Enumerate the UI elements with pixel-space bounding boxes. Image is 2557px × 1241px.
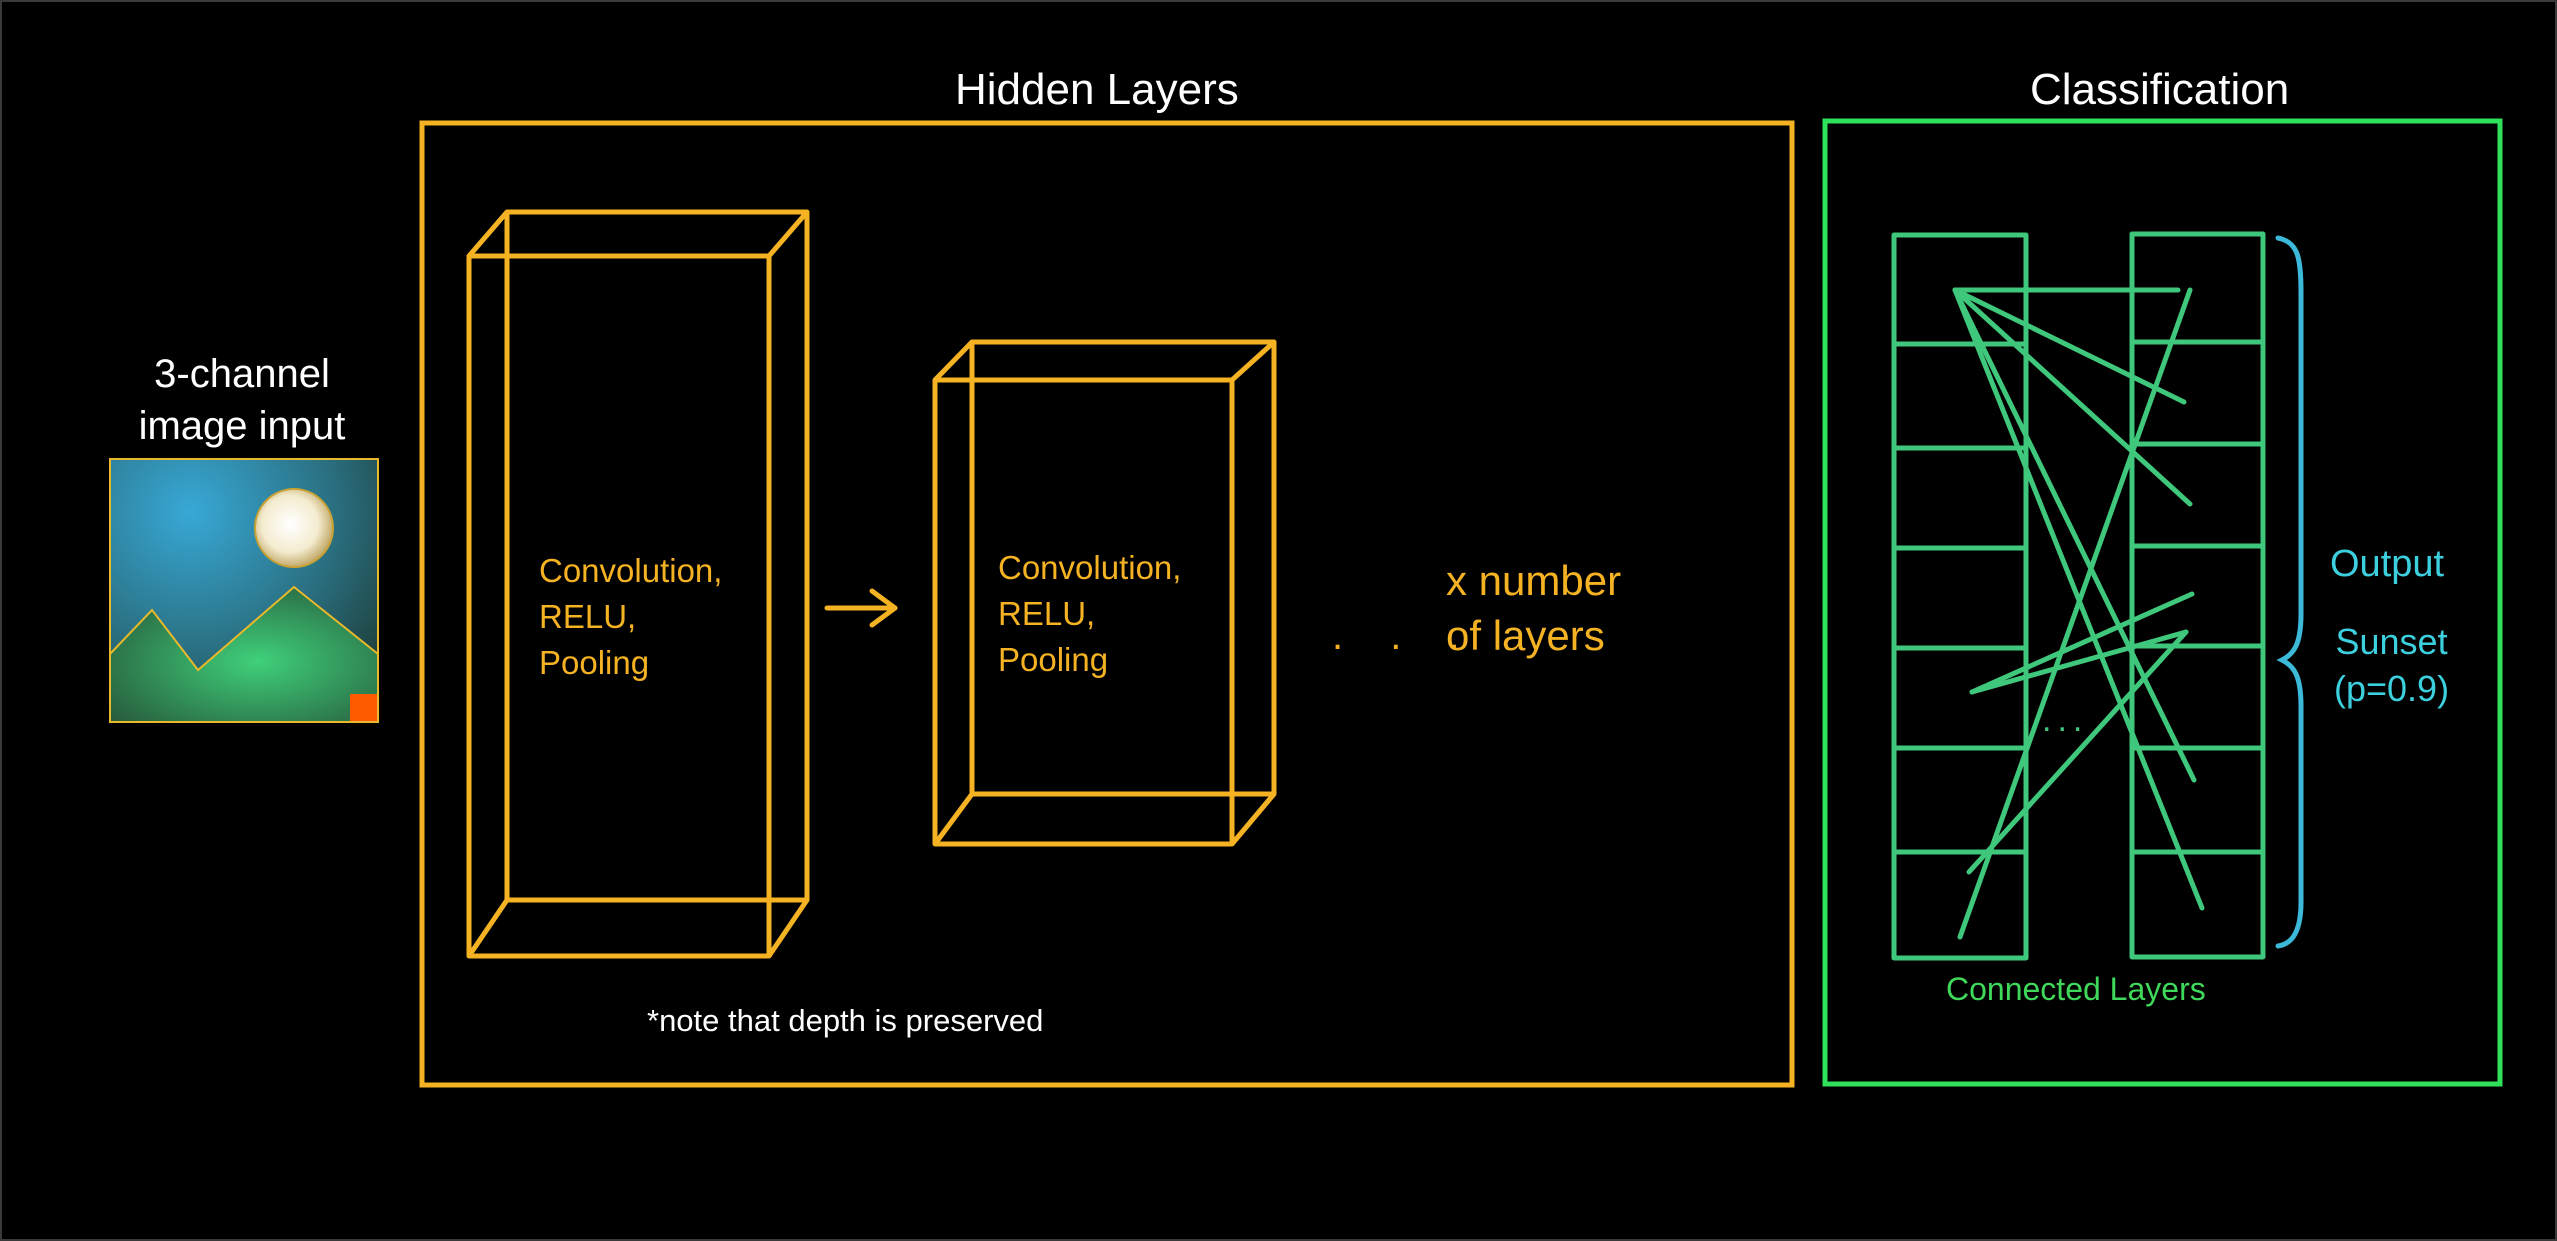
hidden-layers-title: Hidden Layers xyxy=(955,65,1239,114)
corner-marker xyxy=(350,694,378,722)
dense-column-right xyxy=(2129,231,2266,960)
output-brace xyxy=(2275,235,2304,949)
conv-block-2 xyxy=(932,339,1277,847)
conv2-line3: Pooling xyxy=(998,641,1109,679)
depth-note: *note that depth is preserved xyxy=(647,1003,1044,1038)
conv-block-1 xyxy=(466,209,810,959)
conv2-line2: RELU, xyxy=(998,595,1096,633)
repeat-label: x number of layers xyxy=(1446,554,1621,663)
connected-layers-label: Connected Layers xyxy=(1946,971,2206,1007)
conv1-line1: Convolution, xyxy=(539,552,723,589)
input-label: 3-channel image input xyxy=(92,348,392,452)
classification-title: Classification xyxy=(2030,65,2290,114)
output-label: Output xyxy=(2330,543,2445,585)
prediction-label: Sunset (p=0.9) xyxy=(2334,619,2449,713)
hidden-layers-frame xyxy=(419,120,1795,1088)
dense-column-left xyxy=(1891,232,2029,961)
prediction-probability: (p=0.9) xyxy=(2334,667,2450,709)
layers-ellipsis: . . . xyxy=(1332,614,1478,658)
fully-connected-layers xyxy=(1891,231,2266,961)
conv1-line3: Pooling xyxy=(539,644,650,682)
dense-ellipsis: ... xyxy=(2042,701,2089,739)
sun-icon xyxy=(254,488,334,568)
input-image xyxy=(109,458,379,723)
repeat-line1: x number xyxy=(1446,557,1622,604)
input-label-line2: image input xyxy=(138,404,346,448)
conv-block-1-label: Convolution, RELU, Pooling xyxy=(539,548,722,687)
conv-block-2-label: Convolution, RELU, Pooling xyxy=(998,545,1181,684)
input-label-line1: 3-channel xyxy=(154,352,330,396)
conv2-line1: Convolution, xyxy=(998,549,1182,586)
conv1-line2: RELU, xyxy=(539,598,637,636)
classification-frame xyxy=(1822,118,2503,1087)
repeat-line2: of layers xyxy=(1446,611,1605,659)
prediction-class: Sunset xyxy=(2335,621,2448,662)
arrow-right-icon xyxy=(824,588,898,628)
